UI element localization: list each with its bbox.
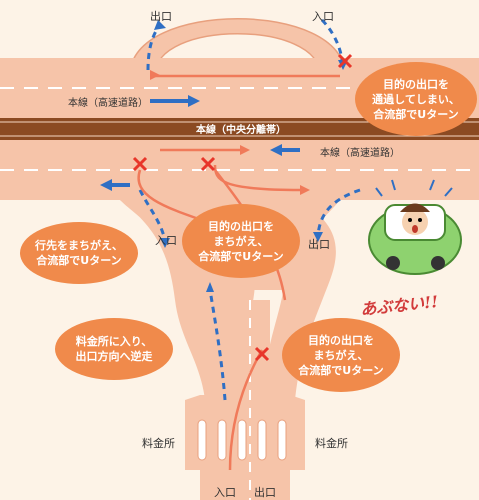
label-exit-top: 出口 [150, 10, 172, 23]
label-mainline-lower: 本線（高速道路） [320, 148, 400, 159]
label-median: 本線（中央分離帯） [196, 125, 286, 136]
ramp-right [250, 200, 336, 400]
median-strip [0, 118, 479, 140]
label-entrance-top: 入口 [312, 10, 334, 23]
label-exit-bottom: 出口 [254, 486, 276, 499]
label-exit-mid: 出口 [308, 238, 330, 251]
callout-wrong-exit-bottom: 目的の出口を まちがえ、 合流部でUターン [282, 318, 400, 392]
callout-wrong-destination: 行先をまちがえ、 合流部でUターン [20, 222, 138, 284]
label-tollgate-left: 料金所 [142, 437, 175, 450]
callout-tollgate-reverse: 料金所に入り、 出口方向へ逆走 [55, 318, 173, 380]
callout-wrong-exit-center: 目的の出口を まちがえ、 合流部でUターン [182, 204, 300, 278]
wrong-way-arrowheads [150, 70, 310, 195]
toll-booths [197, 419, 287, 461]
label-entrance-bottom: 入口 [214, 486, 236, 499]
tollgate-exit-road [200, 470, 290, 500]
surprised-driver-car-icon [368, 179, 462, 275]
label-mainline-upper: 本線（高速道路） [68, 98, 148, 109]
x-mark-icon [132, 53, 353, 362]
label-entrance-mid: 入口 [155, 234, 177, 247]
callout-passed-exit: 目的の出口を 通過してしまい、 合流部でUターン [355, 62, 477, 136]
label-tollgate-right: 料金所 [315, 437, 348, 450]
